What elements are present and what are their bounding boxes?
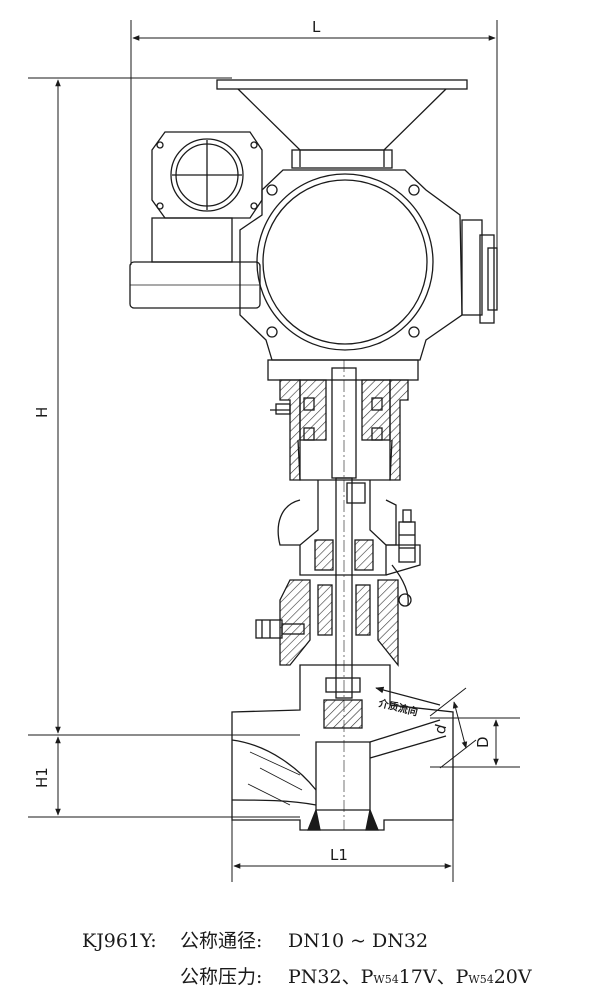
nominal-pressure-label: 公称压力: [180,966,263,988]
dimension-d [430,717,520,768]
label-l: L [312,18,321,36]
pressure-p2: P [455,966,469,988]
side-fitting [391,509,416,607]
dimension-h1 [28,734,300,818]
yoke-coupling [267,359,419,481]
label-small-d: d [430,722,450,736]
actuator-motor [129,217,498,324]
dimension-small-d [429,687,477,769]
pressure-p1: P [360,966,374,988]
dimension-h [28,77,232,734]
valve-stem [331,360,366,830]
dimension-l1 [231,800,454,882]
handwheel-plate [216,79,468,169]
pressure-p2-sub: W54 [468,973,494,986]
label-d: D [474,736,492,748]
dimension-l [130,20,498,295]
nominal-diameter-value: DN10 ~ DN32 [288,930,429,952]
nominal-pressure-value: PN32、PW5417V、PW5420V [288,965,532,992]
pressure-p1-value: 17V、 [398,966,456,988]
flow-arrow [375,686,441,706]
nominal-diameter-label: 公称通径: [180,930,263,952]
pressure-pn: PN32、 [288,966,361,988]
side-indicator-box [151,131,263,219]
label-l1: L1 [330,846,348,864]
label-h: H [33,407,51,418]
pressure-p2-value: 20V [493,966,532,988]
pressure-p1-sub: W54 [373,973,399,986]
flow-direction-label: 介质流向 [376,696,419,719]
valve-body [231,664,454,831]
gearbox-housing [239,169,463,361]
model-number: KJ961Y: [82,930,157,952]
valve-bonnet [277,480,421,576]
packing-gland [255,579,399,667]
label-h1: H1 [33,767,51,788]
